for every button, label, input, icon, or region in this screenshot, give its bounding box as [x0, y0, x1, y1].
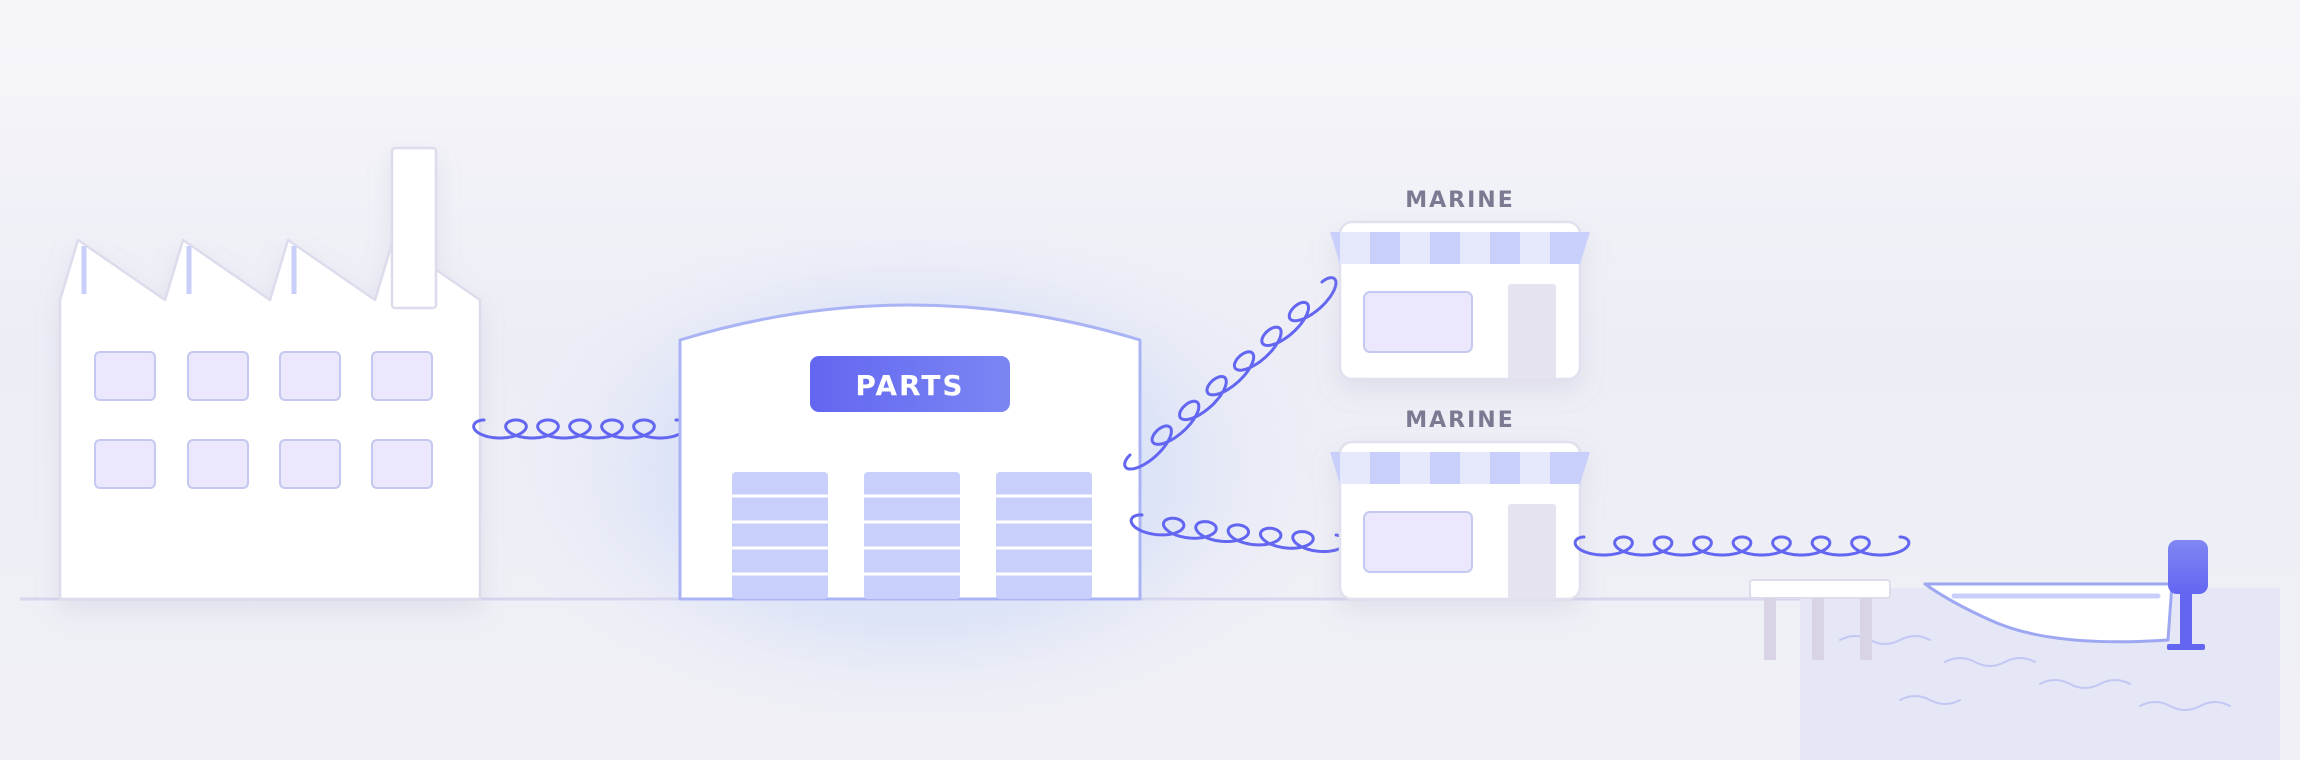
- connector-warehouse-store-top: [1123, 276, 1338, 471]
- warehouse-bay-doors: [732, 472, 1092, 599]
- store-bottom-door: [1508, 504, 1556, 599]
- factory-icon: [58, 146, 482, 601]
- factory-windows: [94, 351, 433, 489]
- warehouse-icon: PARTS: [678, 303, 1142, 601]
- store-top-label: MARINE: [1405, 188, 1515, 213]
- factory-chimney: [390, 146, 438, 310]
- store-top-door: [1508, 284, 1556, 379]
- connector-factory-warehouse: [472, 418, 688, 440]
- dock-icon: [1749, 579, 1891, 660]
- storefront-icon: [1330, 220, 1590, 381]
- parts-sign-label: PARTS: [855, 369, 964, 402]
- water-waves: [1839, 635, 2231, 711]
- store-bottom-label: MARINE: [1405, 408, 1515, 433]
- connector-warehouse-store-bottom: [1129, 513, 1347, 553]
- outboard-motor-icon: [2167, 540, 2208, 650]
- storefront-icon: [1330, 440, 1590, 601]
- store-bottom: MARINE: [1330, 408, 1590, 601]
- store-top: MARINE: [1330, 188, 1590, 381]
- parts-sign: [810, 356, 1010, 412]
- boat-icon: [1923, 582, 2174, 644]
- connector-store-dock: [1573, 535, 1911, 557]
